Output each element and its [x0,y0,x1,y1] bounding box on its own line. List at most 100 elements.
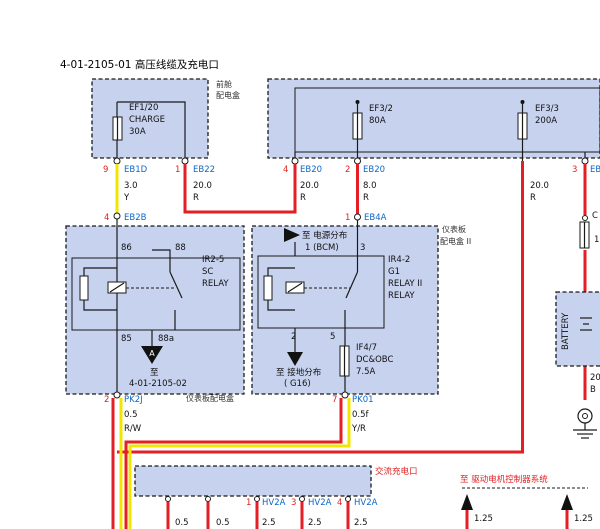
right-fuse-rating: 1 [594,235,599,245]
wire-p4-gauge: 8.0 [363,181,377,191]
relay1-marker-icon [141,346,163,364]
wire-p1-color: Y [123,193,130,203]
battery-gauge: 20 [590,373,600,383]
relay2-ref-bottom-2: ( G16) [284,379,311,389]
pin-b-conn: PK01 [352,395,374,405]
relay2-name-2: G1 [388,267,400,277]
front-box-label-1: 前舱 [216,79,232,89]
charge-pin-5-conn: HV2A [354,498,378,508]
wire-p3-gauge: 20.0 [300,181,319,191]
wire-p2-gauge: 20.0 [193,181,212,191]
charge-pin-4-gauge: 2.5 [308,518,322,528]
motor-ref-label: 至 驱动电机控制器系统 [460,474,548,485]
page-title: 4-01-2105-01 高压线缆及充电口 [60,58,219,71]
charge-pin-4-num: 3 [291,498,296,508]
wire-b-color: Y/R [351,424,366,434]
fuse-if4-7-rating: 7.5A [356,367,376,377]
motor-ref-arrow-2-icon [561,494,573,510]
pin-p6-conn: EB [590,165,600,175]
wire-p3-color: R [300,193,306,203]
fuse-ef1-20-id: EF1/20 [129,103,158,113]
charge-pin-3-num: 1 [246,498,251,508]
charge-port-pin-1: 0.5 [165,496,189,529]
fuse-ef3-3-id: EF3/3 [535,104,559,114]
pin-a-num: 2 [104,395,109,405]
wire-p5-gauge: 20.0 [530,181,549,191]
pin-p3-conn: EB20 [300,165,322,175]
right-fuse-id: C [592,211,598,221]
charge-port-pin-2: 0.5 [205,496,230,529]
motor-ref-gauge-2: 1.25 [574,514,593,524]
wire-a-gauge: 0.5 [124,410,138,420]
front-fuse-box [91,78,209,159]
pin-p4-num: 2 [345,165,350,175]
relay2-ref-top: 至 电源分布 [302,230,347,241]
charge-pin-4-conn: HV2A [308,498,332,508]
relay1-ref-2: 4-01-2105-02 [129,379,187,389]
fuse-if4-7-id: IF4/7 [356,343,377,353]
main-fuse-box [267,78,600,159]
pin-p2-conn: EB22 [193,165,215,175]
relay2-pin-2: 2 [291,332,296,342]
wire-p2-color: R [193,193,199,203]
pin-p7-num: 4 [104,213,109,223]
motor-ref-arrow-icon [461,494,473,510]
relay1-marker: A [149,349,155,358]
relay2-box-label-1: 仪表板 [442,224,466,234]
relay2-ref-top-arrow-icon [284,228,300,242]
relay2-pin-5: 5 [330,332,335,342]
pin-p6-num: 3 [572,165,577,175]
pin-b-num: 7 [332,395,337,405]
wire-p4-color: R [363,193,369,203]
charge-port-pin-4: 3 HV2A 2.5 [291,496,332,529]
charge-port-pin-5: 4 HV2A 2.5 [337,496,378,529]
motor-ref-gauge-1: 1.25 [474,514,493,524]
pin-p8-num: 1 [345,213,350,223]
charge-port-label: 交流充电口 [375,466,418,477]
relay1-pin-86: 86 [121,243,132,253]
relay2-ref-top-2: 1 (BCM) [305,243,339,253]
charge-pin-3-conn: HV2A [262,498,286,508]
relay2-box-label-2: 配电盒 II [440,236,471,246]
relay2-name-4: RELAY [388,291,415,301]
pin-p3-num: 4 [283,165,288,175]
relay2-name-3: RELAY II [388,279,422,289]
relay2-pin-3: 3 [360,243,365,253]
pin-a-conn: PK2J [124,395,143,405]
relay1-pin-88: 88 [175,243,186,253]
fuse-ef1-20-rating: 30A [129,127,146,137]
fuse-ef3-3-rating: 200A [535,116,557,126]
wire-p1-gauge: 3.0 [124,181,138,191]
battery-color: B [590,385,596,395]
relay2-ground-arrow-icon [287,352,303,366]
pin-p2-num: 1 [175,165,180,175]
relay1-ref-1: 至 [150,368,159,378]
relay2-ref-bottom: 至 接地分布 [276,367,321,378]
fuse-ef3-2-id: EF3/2 [369,104,393,114]
charge-pin-3-gauge: 2.5 [262,518,276,528]
wire-p5-color: R [530,193,536,203]
charge-pin-5-gauge: 2.5 [354,518,368,528]
relay1-box-label: 仪表板配电盒 [186,393,234,403]
relay1-name-2: SC [202,267,213,277]
pin-p8-conn: EB4A [364,213,387,223]
fuse-ef3-2-rating: 80A [369,116,386,126]
front-box-label-2: 配电盒 [216,90,240,100]
battery-box [555,291,600,367]
wire-b-gauge: 0.5f [352,410,370,420]
pin-p1-conn: EB1D [124,165,148,175]
pin-p4-conn: EB20 [363,165,385,175]
relay1-name-3: RELAY [202,279,229,289]
pin-p1-num: 9 [103,165,108,175]
charge-pin-2-gauge: 0.5 [216,518,230,528]
relay1-pin-85: 85 [121,334,132,344]
fuse-if4-7-name: DC&OBC [356,355,393,365]
relay1-name-1: IR2-5 [202,255,224,265]
relay2-name-1: IR4-2 [388,255,410,265]
charge-pin-1-gauge: 0.5 [175,518,189,528]
relay1-pin-88a: 88a [158,334,174,344]
charge-port-pin-3: 1 HV2A 2.5 [246,496,286,529]
pin-p7-conn: EB2B [124,213,147,223]
charge-port-box [134,465,372,497]
